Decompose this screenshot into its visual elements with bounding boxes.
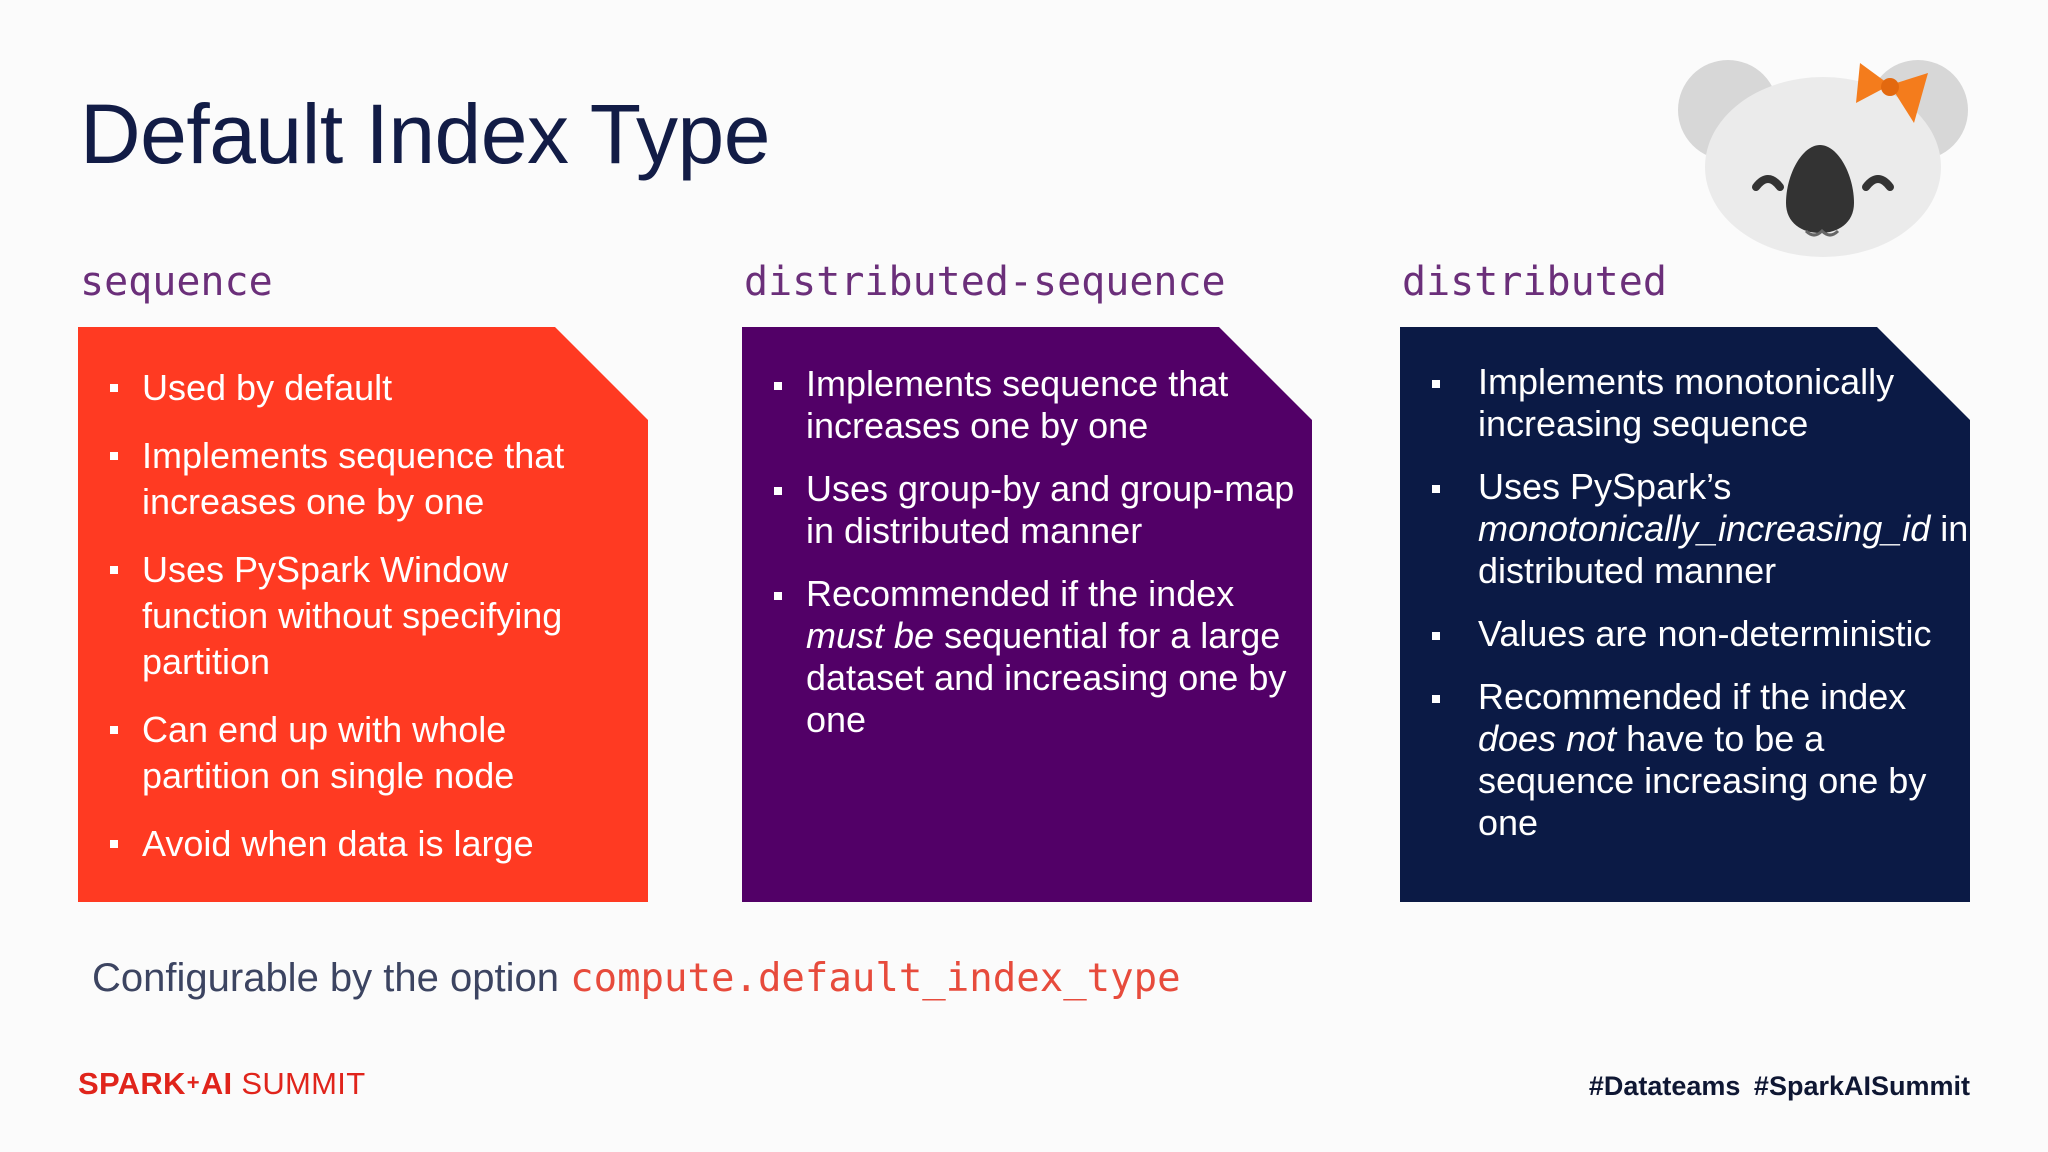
koala-icon	[1678, 60, 1968, 257]
list-item-text-post: have to be a sequence increasing one by …	[1478, 718, 1927, 843]
bullet-icon	[1432, 485, 1440, 493]
slide-title: Default Index Type	[80, 87, 770, 181]
bullet-icon	[110, 384, 118, 392]
list-item: Recommended if the index does not have t…	[1400, 676, 1970, 844]
list-item: Avoid when data is large	[78, 821, 618, 867]
spark-ai-summit-logo: SPARK+AI SUMMIT	[78, 1068, 365, 1099]
column-header-distributed-sequence: distributed-sequence	[744, 259, 1226, 305]
list-item-text: Uses PySpark Window function without spe…	[142, 549, 563, 682]
list-item-text-pre: Recommended if the index	[1478, 676, 1907, 717]
bullet-icon	[110, 452, 118, 460]
list-item-text-pre: Recommended if the index	[806, 573, 1235, 614]
list-item-text: Implements monotonically increasing sequ…	[1478, 361, 1895, 444]
list-item: Implements sequence that increases one b…	[78, 433, 618, 525]
list-item: Can end up with whole partition on singl…	[78, 707, 618, 799]
hashtags: #Datateams #SparkAISummit	[1588, 1071, 1970, 1101]
bullet-icon	[774, 592, 782, 600]
column-header-distributed: distributed	[1402, 259, 1667, 305]
bullet-icon	[1432, 632, 1440, 640]
list-item: Used by default	[78, 365, 618, 411]
list-item-text: Avoid when data is large	[142, 823, 534, 864]
bullet-icon	[110, 726, 118, 734]
bullet-icon	[1432, 380, 1440, 388]
sequence-list: Used by default Implements sequence that…	[78, 365, 618, 889]
list-item: Uses group-by and group-map in distribut…	[742, 468, 1302, 552]
bullet-icon	[110, 566, 118, 574]
list-item: Implements monotonically increasing sequ…	[1400, 361, 1970, 445]
card-distributed-sequence: Implements sequence that increases one b…	[742, 327, 1312, 902]
list-item-text-emphasis: must be	[806, 615, 935, 656]
list-item-text: Values are non-deterministic	[1478, 613, 1932, 654]
card-sequence: Used by default Implements sequence that…	[78, 327, 648, 902]
list-item: Values are non-deterministic	[1400, 613, 1970, 655]
config-note: Configurable by the option compute.defau…	[92, 958, 1181, 998]
distributed-sequence-list: Implements sequence that increases one b…	[742, 363, 1302, 762]
bullet-icon	[774, 382, 782, 390]
list-item-text-pre: Uses PySpark’s	[1478, 466, 1732, 507]
card-distributed: Implements monotonically increasing sequ…	[1400, 327, 1970, 902]
list-item-text-emphasis: monotonically_increasing_id	[1478, 508, 1931, 549]
list-item: Implements sequence that increases one b…	[742, 363, 1302, 447]
list-item: Recommended if the index must be sequent…	[742, 573, 1302, 741]
list-item-text: Implements sequence that increases one b…	[142, 435, 565, 522]
brand-ai: AI	[200, 1066, 233, 1101]
list-item-text-post: sequential for a large dataset and incre…	[806, 615, 1287, 740]
list-item-text-emphasis: does not	[1478, 718, 1617, 759]
brand-plus: +	[186, 1070, 200, 1095]
list-item: Uses PySpark Window function without spe…	[78, 547, 618, 685]
list-item-text: Implements sequence that increases one b…	[806, 363, 1229, 446]
list-item-text-post: in distributed manner	[1478, 508, 1969, 591]
config-note-text: Configurable by the option	[92, 956, 571, 1000]
list-item-text: Can end up with whole partition on singl…	[142, 709, 515, 796]
bullet-icon	[774, 487, 782, 495]
column-header-sequence: sequence	[80, 259, 273, 305]
list-item: Uses PySpark’s monotonically_increasing_…	[1400, 466, 1970, 592]
bullet-icon	[1432, 695, 1440, 703]
brand-spark: SPARK	[78, 1066, 186, 1101]
config-option-code: compute.default_index_type	[570, 956, 1181, 1001]
list-item-text: Uses group-by and group-map in distribut…	[806, 468, 1295, 551]
bullet-icon	[110, 840, 118, 848]
list-item-text: Used by default	[142, 367, 393, 408]
distributed-list: Implements monotonically increasing sequ…	[1400, 361, 1970, 865]
brand-summit: SUMMIT	[232, 1066, 366, 1101]
